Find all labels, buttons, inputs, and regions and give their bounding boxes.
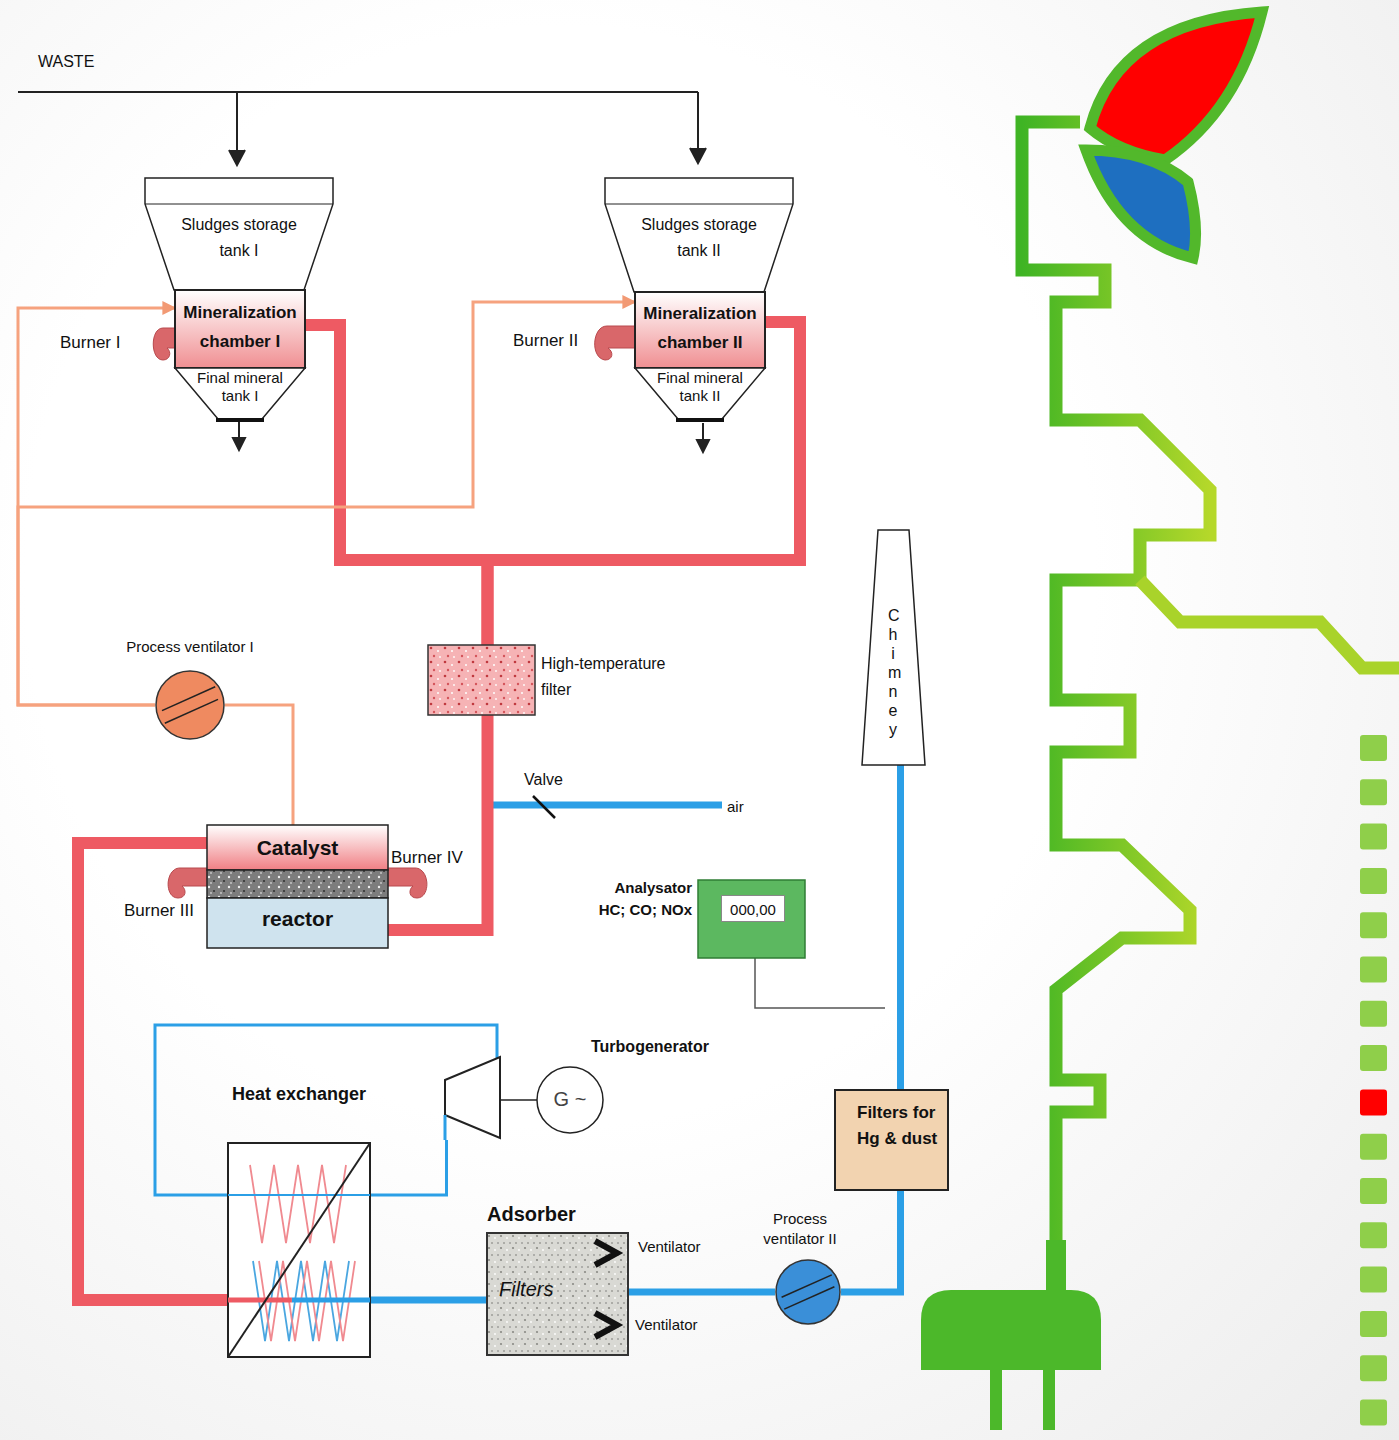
pipe — [370, 1140, 447, 1195]
indicator-dot — [1360, 735, 1387, 761]
indicator-dot — [1360, 1134, 1387, 1160]
node-label: Mineralization chamber I — [175, 298, 305, 356]
indicator-dot — [1360, 779, 1387, 805]
storage-tank: Sludges storage tank II — [605, 178, 793, 292]
indicator-dot — [1360, 1355, 1387, 1381]
node-text: reactor — [207, 906, 388, 932]
turbogenerator: TurbogeneratorG ~ — [445, 1055, 605, 1140]
burner-label: Burner IV — [391, 848, 463, 868]
burner-label: Burner I — [60, 333, 120, 353]
energy-emblem — [921, 12, 1399, 1430]
node-label: Turbogenerator — [591, 1037, 731, 1057]
node-label: Chimney — [888, 606, 898, 739]
node-text: Filters — [499, 1277, 589, 1302]
burner-label: Burner II — [513, 331, 578, 351]
node-label: Final mineral tank I — [185, 369, 295, 405]
pipe — [628, 1289, 775, 1296]
waste-feed — [18, 92, 706, 165]
node-label: Heat exchanger — [199, 1083, 399, 1106]
pipe — [370, 1297, 487, 1304]
heat-exchanger-outline — [228, 1143, 370, 1357]
heat-exchanger: Heat exchanger — [228, 1143, 370, 1357]
node-text: G ~ — [550, 1087, 590, 1112]
indicator-dot — [1360, 1267, 1387, 1293]
ventilator-symbol-outline — [775, 1259, 841, 1325]
air-valve — [490, 796, 722, 818]
flow-label: WASTE — [38, 53, 94, 71]
pipe — [488, 322, 801, 645]
ventilator-symbol-outline — [155, 670, 225, 740]
burner-symbol — [153, 326, 637, 898]
pipe — [225, 705, 293, 825]
pipe — [897, 765, 904, 1090]
node-label: Catalyst — [207, 835, 388, 861]
indicator-dot — [1360, 1001, 1387, 1027]
pipe — [841, 1190, 901, 1292]
storage-tank-outline — [605, 178, 793, 292]
mineral-tank: Final mineral tank I — [175, 368, 305, 423]
filter-box-outline — [428, 645, 535, 715]
fan-label: Ventilator — [638, 1238, 701, 1255]
filter-box: High-temperature filter — [428, 645, 535, 715]
node-label: Sludges storage tank II — [629, 212, 769, 264]
gas-analyser: Analysator HC; CO; NOx000,00 — [698, 880, 805, 958]
indicator-dot — [1360, 1045, 1387, 1071]
pipe — [388, 715, 488, 930]
node-label: Final mineral tank II — [645, 369, 755, 405]
mineralization-chamber: Mineralization chamber II — [635, 292, 765, 368]
node-label: High-temperature filter — [541, 651, 691, 703]
storage-tank: Sludges storage tank I — [145, 178, 333, 290]
catalyst-reactor: Catalyst reactor — [207, 825, 388, 948]
outlet-arrow — [233, 421, 709, 452]
mineralization-chamber: Mineralization chamber I — [175, 290, 305, 368]
mineral-tank: Final mineral tank II — [635, 368, 765, 423]
indicator-dot — [1360, 957, 1387, 983]
indicator-dot — [1360, 1311, 1387, 1337]
pipe — [305, 325, 488, 645]
indicator-dot — [1360, 1089, 1387, 1115]
pipe — [78, 843, 228, 1300]
fan-label: Ventilator — [635, 1316, 698, 1333]
node-label: Filters for Hg & dust — [857, 1100, 939, 1152]
node-label: Sludges storage tank I — [169, 212, 309, 264]
node-label: Adsorber — [487, 1202, 628, 1227]
pipe — [18, 302, 635, 705]
mineralization-chamber-outline — [635, 292, 765, 368]
storage-tank-outline — [145, 178, 333, 290]
indicator-dot — [1360, 1222, 1387, 1248]
indicator-dot — [1360, 868, 1387, 894]
indicator-dot — [1360, 824, 1387, 850]
mineralization-chamber-outline — [175, 290, 305, 368]
ventilator-symbol: Process ventilator II — [775, 1259, 841, 1325]
valve-label: air — [727, 798, 744, 815]
node-label: Process ventilator I — [95, 638, 285, 657]
indicator-dot — [1360, 912, 1387, 938]
sample-line — [755, 958, 885, 1008]
adsorber: AdsorberFilters — [487, 1233, 628, 1355]
ventilator-symbol: Process ventilator I — [155, 670, 225, 740]
node-text: 000,00 — [721, 895, 785, 922]
node-label: Analysator HC; CO; NOx — [592, 877, 692, 921]
burner-label: Burner III — [124, 901, 194, 921]
filter-box: Filters for Hg & dust — [835, 1090, 948, 1190]
node-label: Process ventilator II — [750, 1209, 850, 1249]
indicator-dot — [1360, 1400, 1387, 1426]
indicator-dot — [1360, 1178, 1387, 1204]
node-label: Mineralization chamber II — [635, 299, 765, 357]
chimney: Chimney — [862, 530, 925, 765]
valve-label: Valve — [524, 771, 563, 789]
